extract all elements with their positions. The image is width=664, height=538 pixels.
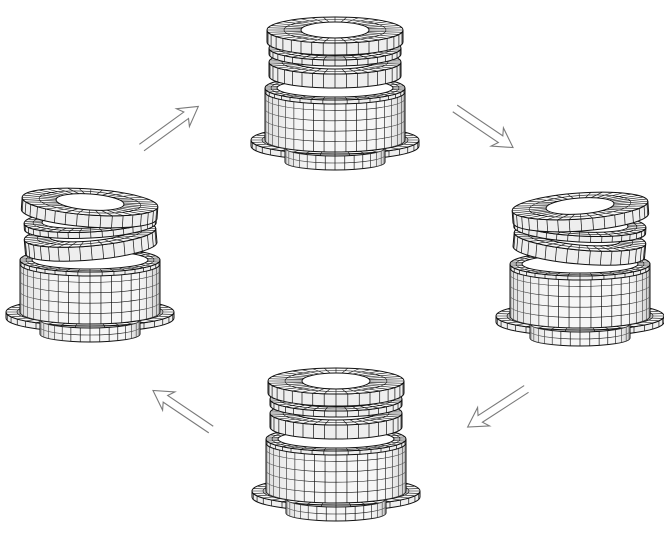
lower-body [265, 438, 407, 504]
lower-body [19, 259, 161, 325]
foot-band [39, 319, 141, 343]
mesh-model-bottom [251, 367, 421, 522]
hollow-arrow-icon [152, 389, 214, 434]
lower-body [509, 263, 651, 329]
top-ring [511, 191, 650, 233]
hollow-arrow-icon [139, 105, 200, 152]
top-ring [267, 367, 405, 407]
foot-band [284, 147, 386, 171]
mesh-model-right [495, 191, 664, 347]
foot-band [529, 323, 631, 347]
hollow-arrow-icon [452, 104, 514, 149]
foot-band [285, 498, 387, 522]
top-ring [266, 16, 404, 56]
mesh-model-top [250, 16, 420, 171]
top-ring [20, 187, 159, 229]
mesh-model-left [5, 187, 175, 343]
hollow-arrow-icon [466, 385, 529, 428]
